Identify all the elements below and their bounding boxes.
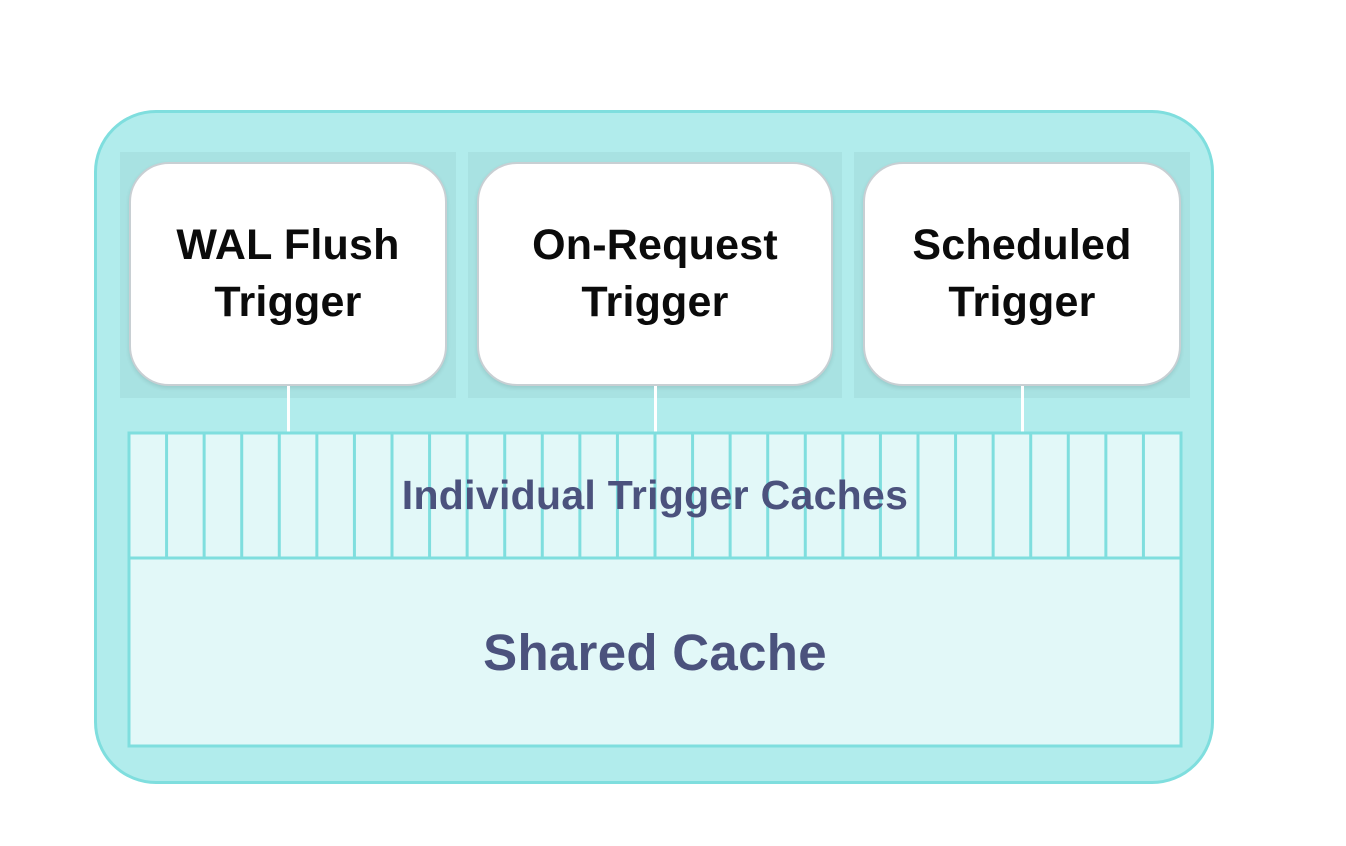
scheduled-connector — [1021, 386, 1024, 432]
scheduled-trigger-label: Scheduled Trigger — [912, 221, 1132, 326]
shared-cache-box — [127, 556, 1183, 748]
scheduled-trigger-box: Scheduled Trigger — [863, 162, 1181, 386]
wal-flush-trigger-box: WAL Flush Trigger — [129, 162, 447, 386]
on-request-trigger-label: On-Request Trigger — [532, 221, 778, 326]
individual-trigger-caches-label: Individual Trigger Caches — [401, 471, 909, 518]
on-request-connector — [654, 386, 657, 432]
shared-cache-label: Shared Cache — [483, 623, 827, 681]
wal-flush-connector — [287, 386, 290, 432]
on-request-trigger-box: On-Request Trigger — [477, 162, 833, 386]
wal-flush-trigger-label: WAL Flush Trigger — [176, 221, 400, 326]
